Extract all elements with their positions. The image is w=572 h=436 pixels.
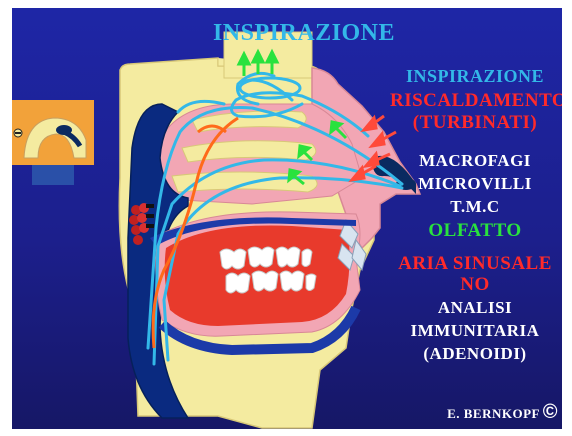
label-tmc: T.M.C (390, 197, 560, 217)
copyright-symbol: © (543, 401, 558, 424)
slide-title: INSPIRAZIONE (204, 20, 404, 47)
label-immunitaria: IMMUNITARIA (390, 321, 560, 341)
label-no: NO (390, 274, 560, 296)
author-credit: E. BERNKOPF (447, 406, 540, 422)
label-turbinati: (TURBINATI) (390, 112, 560, 134)
label-aria-sinusale: ARIA SINUSALE (390, 253, 560, 275)
label-microvilli: MICROVILLI (390, 174, 560, 194)
label-analisi: ANALISI (390, 298, 560, 318)
slide: INSPIRAZIONE INSPIRAZIONE RISCALDAMENTO … (12, 8, 562, 429)
label-adenoidi: (ADENOIDI) (390, 344, 560, 364)
label-riscaldamento: RISCALDAMENTO (390, 90, 560, 112)
inset-thumbnail (12, 100, 94, 185)
label-olfatto: OLFATTO (390, 220, 560, 242)
label-inspirazione: INSPIRAZIONE (390, 66, 560, 87)
label-macrofagi: MACROFAGI (390, 151, 560, 171)
